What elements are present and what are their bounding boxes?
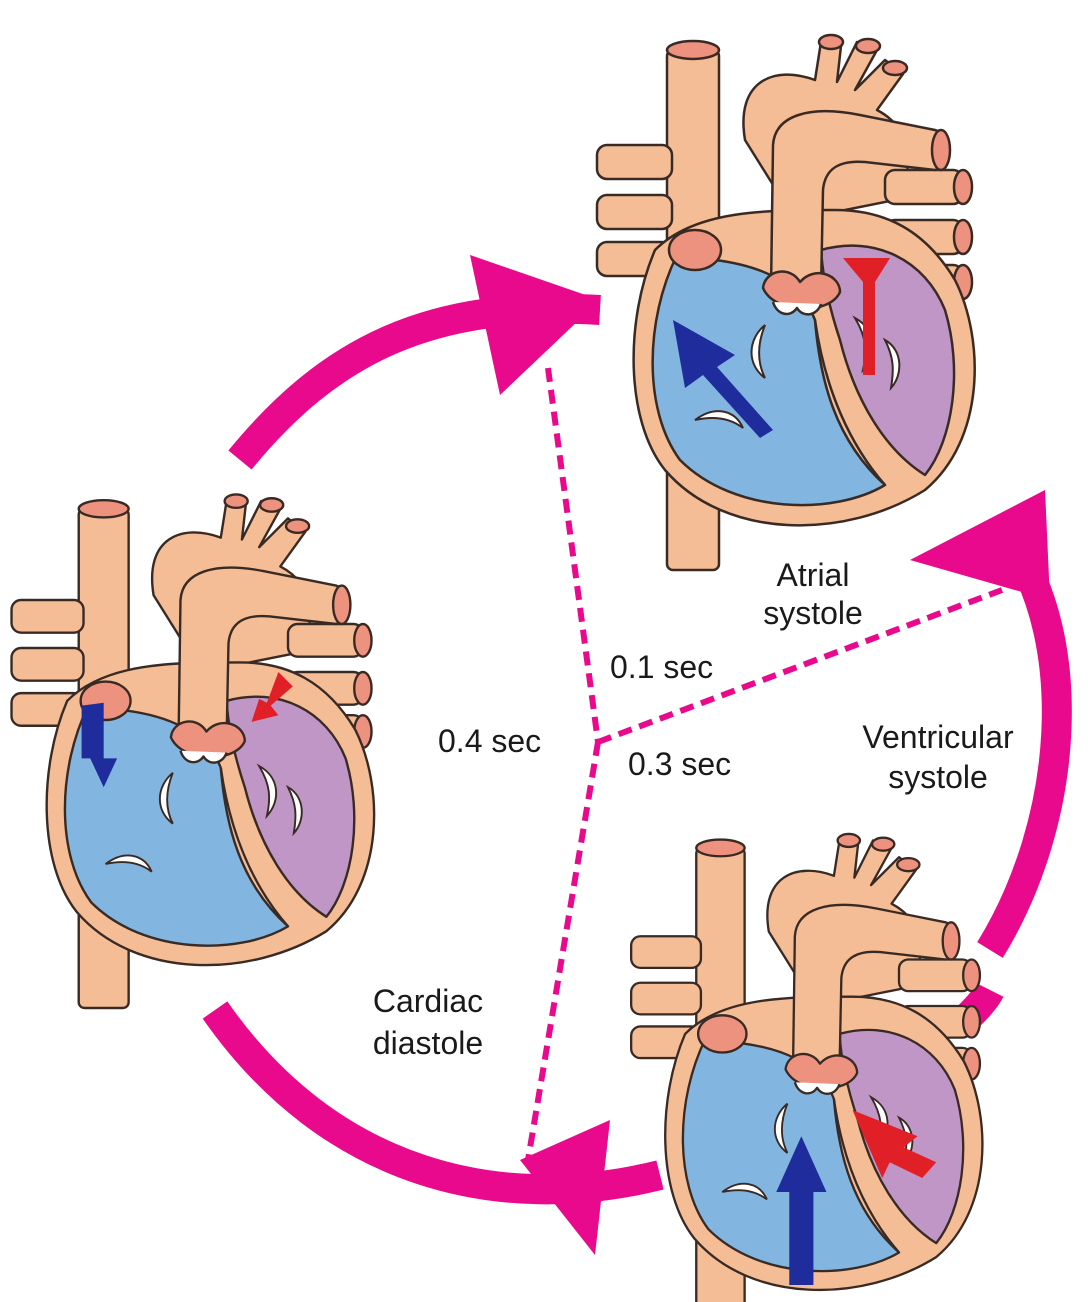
heart-ventricular-systole	[631, 834, 982, 1302]
cardiac-diastole-duration: 0.4 sec	[438, 723, 541, 759]
ventricular-systole-label-line2: systole	[888, 759, 988, 795]
cardiac-diastole-label-line2: diastole	[373, 1025, 483, 1061]
cardiac-diastole-label-line1: Cardiac	[373, 983, 483, 1019]
ventricular-systole-duration: 0.3 sec	[628, 746, 731, 782]
heart-cardiac-diastole	[12, 494, 375, 1008]
atrial-systole-label-line2: systole	[763, 595, 863, 631]
heart-atrial-systole	[597, 35, 975, 570]
atrial-systole-label-line1: Atrial	[777, 557, 850, 593]
atrial-systole-duration: 0.1 sec	[610, 649, 713, 685]
ventricular-systole-label-line1: Ventricular	[862, 719, 1014, 755]
